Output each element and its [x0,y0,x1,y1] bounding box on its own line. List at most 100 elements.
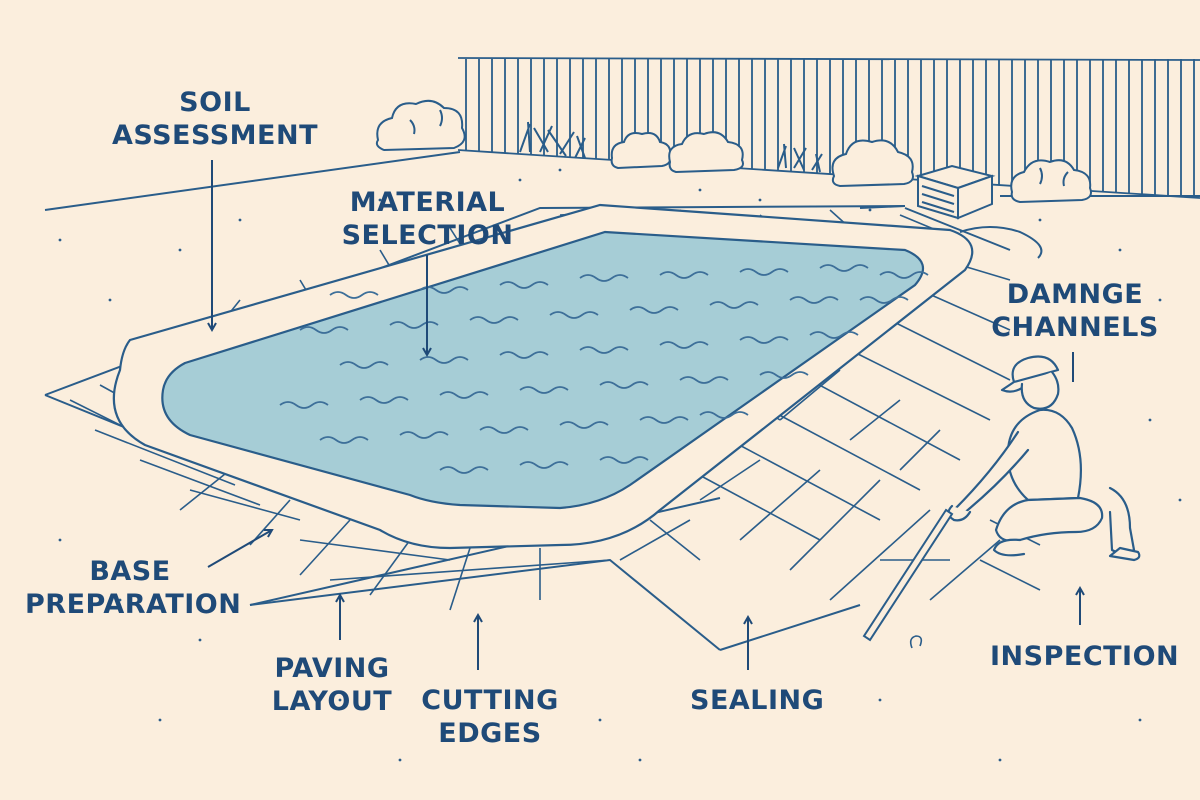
paving-joint [729,439,881,521]
paving-joint [369,539,411,596]
wave-stroke [299,326,349,334]
shrub [831,139,914,188]
paving-joint [649,519,701,561]
wave-stroke [469,316,519,324]
ground-dot [698,188,702,192]
shrub [668,131,744,174]
ground-dot [1178,498,1182,502]
ground-dot [868,208,872,212]
shrub [610,132,672,170]
paving-joint [929,539,1001,601]
label-inspection: INSPECTION [990,640,1179,673]
paving-joint [899,429,941,471]
wave-stroke [559,421,609,429]
wave-stroke [279,401,329,409]
paving-joint [849,399,901,441]
label-cutting-line1: CUTTING [421,685,559,716]
ground-dot [338,698,342,702]
wave-stroke [579,346,629,354]
paving-joint [299,539,451,561]
label-base-line1: BASE [89,556,171,587]
label-base-preparation: BASE PREPARATION [25,555,241,621]
wave-stroke [599,456,649,464]
ground-dot [518,178,522,182]
annotation-arrows [208,160,1080,670]
wave-stroke [319,436,369,444]
wave-stroke [579,274,629,282]
ground-dot [1138,718,1142,722]
ground-dot [58,238,62,242]
wave-stroke [419,356,469,364]
ground-dot [198,638,202,642]
wave-stroke [679,376,729,384]
label-sealing-line1: SEALING [690,685,825,716]
paving-joint [979,559,1041,591]
wave-stroke [599,381,649,389]
ground-dot [998,758,1002,762]
paving-joint [699,459,761,501]
wave-stroke [499,281,549,289]
paving-joint [449,547,471,611]
paving-joint [769,409,921,491]
wave-stroke [659,341,709,349]
ground-dot [878,698,882,702]
wave-stroke [789,296,839,304]
shrub [519,121,586,159]
ground-dot [158,718,162,722]
label-paving-line1: PAVING [274,653,390,684]
ground-squiggle [909,635,923,649]
ground-dot [1118,248,1122,252]
paving-joint [299,519,351,576]
label-cutting-line2: EDGES [438,718,542,749]
ground-dot [558,168,562,172]
paving-joint [889,319,1011,381]
wave-stroke [819,264,869,272]
paving-joint [189,489,301,521]
wave-stroke [549,311,599,319]
wave-stroke [659,271,709,279]
ground-texture [58,168,1182,762]
ground-dot [1148,418,1152,422]
label-paving-line2: LAYOUT [271,686,393,717]
paving-joint [829,509,931,601]
wave-stroke [359,396,409,404]
paving-joint [809,379,961,461]
ground-dot [1038,218,1042,222]
ground-dot [178,248,182,252]
wave-stroke [879,271,929,279]
ground-dot [758,198,762,202]
wave-stroke [739,268,789,276]
water-waves [279,264,929,474]
ground-dot [118,598,122,602]
wave-stroke [479,426,529,434]
wave-stroke [499,351,549,359]
wave-stroke [519,386,569,394]
ground-dot [1158,298,1162,302]
label-material-line2: SELECTION [341,220,514,251]
paving-joint [739,469,821,541]
ground-dot [598,718,602,722]
hose [959,226,1043,259]
label-paving-layout: PAVING LAYOUT [262,652,402,718]
wave-stroke [859,296,909,304]
wave-stroke [699,411,749,419]
label-drainage-channels: DAMNGE CHANNELS [990,278,1160,344]
paving-joint [94,429,236,486]
paving-joint [179,469,231,511]
arrow-base [207,530,272,568]
shrub [777,143,823,173]
label-cutting-edges: CUTTING EDGES [420,684,560,750]
wave-stroke [639,416,689,424]
label-soil-assessment: SOIL ASSESSMENT [110,86,320,152]
label-material-line1: MATERIAL [349,187,506,218]
ground-dot [58,538,62,542]
label-drainage-line1: DAMNGE [1006,279,1144,310]
wave-stroke [809,331,859,339]
worker-figure [947,355,1141,562]
ground-dot [378,198,382,202]
wave-stroke [629,306,679,314]
paving-joint [789,479,881,571]
ground-dot [398,758,402,762]
